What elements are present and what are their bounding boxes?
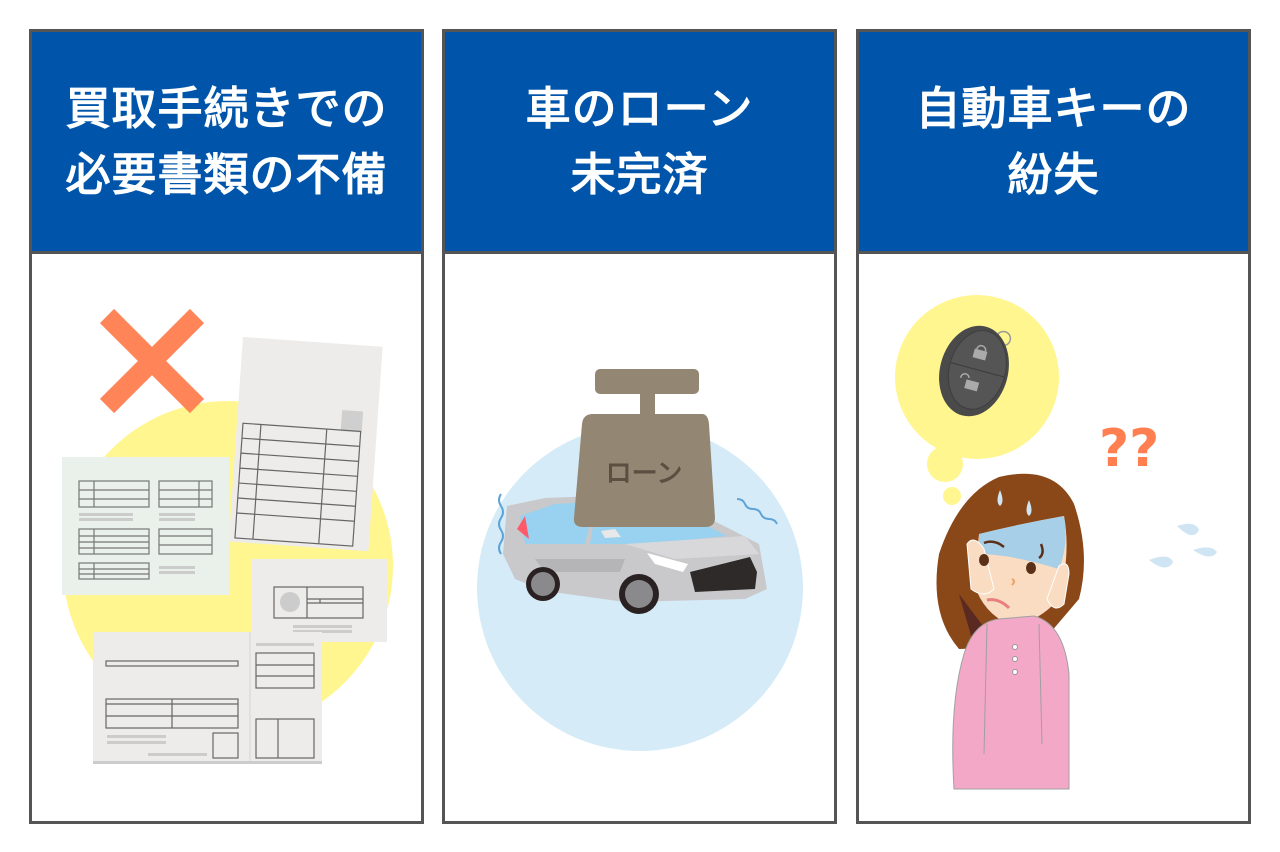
documents-illustration: [62, 308, 393, 764]
panel-title-line-2: 未完済: [570, 147, 709, 201]
loan-illustration: ローン: [477, 369, 803, 751]
shake-lines-icon: [498, 493, 504, 555]
shake-lines-icon: [736, 498, 778, 525]
question-marks-icon: ??: [1099, 419, 1159, 479]
weight-icon: ローン: [573, 369, 715, 527]
panel-illustration: [32, 254, 421, 821]
panel-documents: 買取手続きでの 必要書類の不備: [29, 29, 424, 824]
panel-title-line-1: 自動車キーの: [915, 81, 1192, 135]
panel-key: 自動車キーの 紛失 ??: [856, 29, 1251, 824]
panel-title-line-1: 車のローン: [525, 81, 754, 135]
panel-loan: 車のローン 未完済: [442, 29, 837, 824]
id-document-icon: [251, 559, 387, 642]
x-mark-icon: [99, 308, 205, 414]
panel-header: 車のローン 未完済: [445, 32, 834, 254]
panel-title-line-2: 紛失: [1007, 147, 1100, 201]
panel-title-line-2: 必要書類の不備: [65, 147, 388, 201]
car-key-icon: [939, 325, 1012, 417]
worried-woman-icon: [936, 473, 1084, 790]
registration-document-icon: [93, 632, 322, 764]
panel-header: 自動車キーの 紛失: [859, 32, 1248, 254]
green-document-icon: [62, 457, 230, 595]
panel-header: 買取手続きでの 必要書類の不備: [32, 32, 421, 254]
panel-illustration: ローン: [445, 254, 834, 821]
panel-title-line-1: 買取手続きでの: [65, 81, 388, 135]
panel-illustration: ??: [859, 254, 1248, 821]
lost-key-illustration: ??: [895, 295, 1217, 790]
tilted-document-icon: [228, 337, 383, 552]
sweat-drops-icon: [1149, 523, 1217, 568]
weight-label: ローン: [606, 459, 683, 489]
